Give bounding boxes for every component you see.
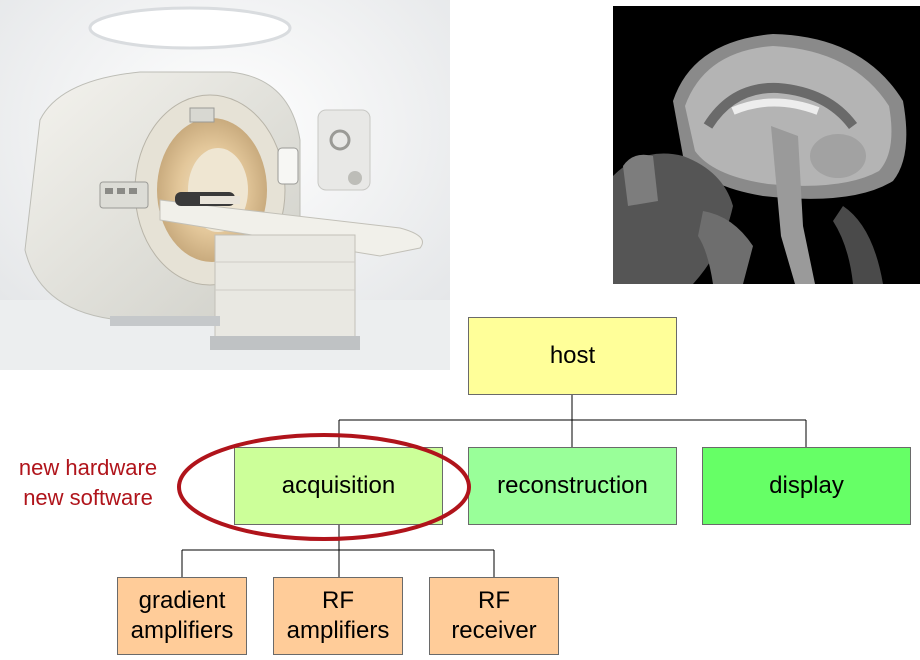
rf-amplifiers-label-2: amplifiers <box>286 617 390 644</box>
display-label: display <box>769 472 844 499</box>
gradient-amplifiers-label-1: gradient <box>138 587 226 614</box>
brain-mri-image <box>613 6 920 284</box>
rf-receiver-label-1: RF <box>477 587 510 614</box>
acquisition-node: acquisition <box>234 447 443 525</box>
highlight-ellipse <box>177 433 471 541</box>
note-line-1: new hardware <box>18 455 158 480</box>
acquisition-label: acquisition <box>281 472 396 499</box>
host-label: host <box>549 342 596 369</box>
gradient-amplifiers-node: gradient amplifiers <box>117 577 247 655</box>
host-node: host <box>468 317 677 395</box>
new-hardware-software-note: new hardware new software <box>0 453 176 513</box>
note-line-2: new software <box>23 485 153 510</box>
rf-receiver-label-2: receiver <box>451 617 537 644</box>
gradient-amplifiers-label-2: amplifiers <box>130 617 234 644</box>
rf-receiver-node: RF receiver <box>429 577 559 655</box>
mri-scanner-photo <box>0 0 450 370</box>
reconstruction-label: reconstruction <box>497 472 648 499</box>
rf-amplifiers-label-1: RF <box>321 587 354 614</box>
reconstruction-node: reconstruction <box>468 447 677 525</box>
display-node: display <box>702 447 911 525</box>
rf-amplifiers-node: RF amplifiers <box>273 577 403 655</box>
